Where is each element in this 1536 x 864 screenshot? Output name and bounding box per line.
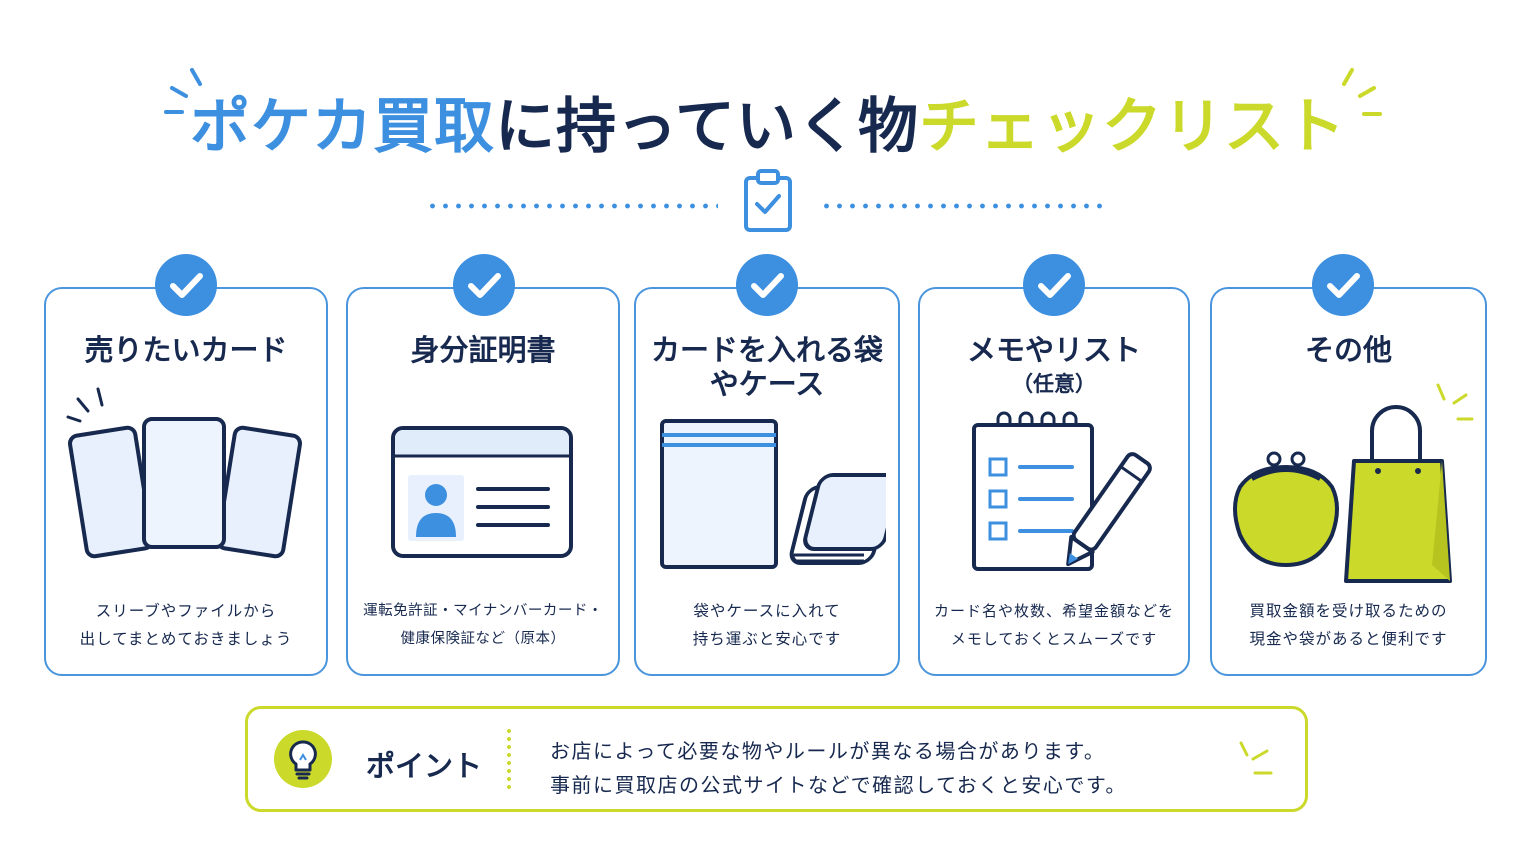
card-desc-line-1: 袋やケースに入れて — [693, 602, 841, 620]
point-label: ポイント — [366, 749, 483, 783]
card-description: スリーブやファイルから 出してまとめておきましょう — [46, 597, 326, 653]
point-text-line-1: お店によって必要な物やルールが異なる場合があります。 — [550, 739, 1106, 763]
card-desc-line-1: 買取金額を受け取るための — [1249, 602, 1448, 620]
title-part-1: ポケカ買取 — [190, 92, 495, 162]
card-memo-list: メモやリスト （任意） カード名や枚数、希望金額などを メモしておくとスムーズで… — [918, 287, 1190, 676]
card-desc-line-2: 持ち運ぶと安心です — [692, 630, 842, 648]
check-circle-icon — [736, 254, 798, 316]
title-part-3: チェックリスト — [919, 92, 1346, 162]
card-title-line-2: やケース — [709, 367, 825, 401]
page-title: ポケカ買取に持っていく物チェックリスト — [0, 78, 1536, 165]
card-title: その他 — [1304, 333, 1392, 367]
card-desc-line-2: メモしておくとスムーズです — [950, 630, 1158, 648]
lightbulb-icon — [274, 730, 332, 788]
card-title: 身分証明書 — [410, 333, 556, 367]
check-circle-icon — [453, 254, 515, 316]
cards-icon — [66, 387, 302, 559]
id-card-icon — [391, 426, 573, 558]
card-subtitle: （任意） — [1012, 372, 1096, 396]
card-title: 売りたいカード — [84, 333, 288, 367]
point-divider — [507, 727, 511, 793]
card-description: 袋やケースに入れて 持ち運ぶと安心です — [636, 597, 898, 653]
bag-case-icon — [660, 419, 886, 569]
check-circle-icon — [1023, 254, 1085, 316]
left-sparkle-icon — [164, 68, 202, 114]
card-title-line-1: カードを入れる袋 — [650, 333, 883, 367]
card-description: 買取金額を受け取るための 現金や袋があると便利です — [1212, 597, 1485, 653]
wallet-bag-icon — [1233, 383, 1474, 583]
card-id-document: 身分証明書 運転免許証・マイナンバーカード・ 健康保険証など（原本） — [346, 287, 620, 676]
card-cards-to-sell: 売りたいカード スリーブやファイルから 出してまとめておきましょう — [44, 287, 328, 676]
title-part-2: に持っていく物 — [495, 92, 919, 162]
point-sparkle-icon — [1239, 741, 1273, 775]
card-bag-or-case: カードを入れる袋 やケース 袋やケースに入れて 持ち運ぶと安心です — [634, 287, 900, 676]
card-desc-line-2: 現金や袋があると便利です — [1249, 630, 1448, 648]
card-title: カードを入れる袋 やケース — [636, 333, 898, 401]
notepad-pen-icon — [972, 411, 1152, 571]
point-text-line-2: 事前に買取店の公式サイトなどで確認しておくと安心です。 — [550, 773, 1127, 797]
check-circle-icon — [1312, 254, 1374, 316]
card-desc-line-2: 健康保険証など（原本） — [400, 631, 566, 647]
card-description: カード名や枚数、希望金額などを メモしておくとスムーズです — [920, 597, 1188, 653]
card-desc-line-2: 出してまとめておきましょう — [79, 630, 293, 648]
card-title-line-1: メモやリスト — [966, 333, 1141, 367]
card-desc-line-1: スリーブやファイルから — [95, 602, 277, 620]
card-desc-line-1: 運転免許証・マイナンバーカード・ — [363, 603, 603, 619]
card-desc-line-1: カード名や枚数、希望金額などを — [933, 602, 1174, 620]
card-others: その他 買取金額を受け取るための 現金や袋があると便利です — [1210, 287, 1487, 676]
point-box: ポイント お店によって必要な物やルールが異なる場合があります。 事前に買取店の公… — [245, 706, 1308, 812]
card-title: メモやリスト （任意） — [920, 333, 1188, 401]
divider-dots-left — [426, 203, 718, 209]
check-circle-icon — [155, 254, 217, 316]
divider-dots-right — [820, 203, 1110, 209]
right-sparkle-icon — [1342, 68, 1382, 116]
card-description: 運転免許証・マイナンバーカード・ 健康保険証など（原本） — [348, 597, 618, 653]
clipboard-check-icon — [744, 169, 792, 232]
